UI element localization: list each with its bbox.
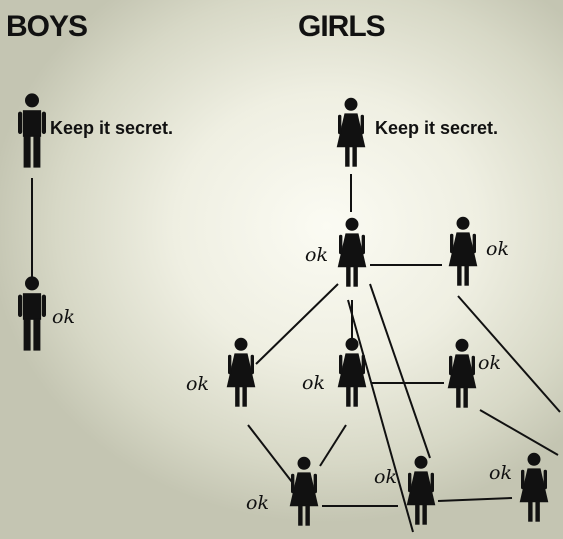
- male-figure-icon: [18, 276, 46, 351]
- ok-caption: ok: [302, 372, 325, 394]
- connector-line: [319, 424, 347, 467]
- boys-heading: BOYS: [6, 10, 88, 43]
- girls-secret-caption: Keep it secret.: [375, 118, 499, 138]
- ok-caption: ok: [305, 244, 328, 266]
- girls-heading: GIRLS: [298, 10, 386, 43]
- connector-line: [255, 283, 339, 365]
- connector-line: [247, 424, 293, 483]
- ok-caption: ok: [246, 492, 269, 514]
- ok-caption: ok: [186, 373, 209, 395]
- ok-caption: ok: [489, 462, 512, 484]
- ok-caption: ok: [52, 306, 75, 328]
- connection-lines: [31, 174, 561, 533]
- female-figure-icon: [289, 456, 319, 526]
- connector-line: [347, 299, 414, 533]
- connector-line: [457, 295, 561, 413]
- ok-caption: ok: [374, 466, 397, 488]
- connector-line: [479, 409, 559, 456]
- connector-line: [369, 283, 431, 459]
- female-figure-icon: [226, 337, 256, 407]
- female-figure-icon: [336, 97, 366, 167]
- boys-secret-caption: Keep it secret.: [50, 118, 174, 138]
- female-figure-icon: [519, 452, 549, 522]
- connector-line: [437, 497, 513, 502]
- female-figure-icon: [406, 455, 436, 525]
- male-figure-icon: [18, 93, 46, 168]
- female-figure-icon: [448, 216, 478, 286]
- ok-caption: ok: [478, 352, 501, 374]
- female-figure-icon: [447, 338, 477, 408]
- ok-caption: ok: [486, 238, 509, 260]
- female-figure-icon: [337, 217, 367, 287]
